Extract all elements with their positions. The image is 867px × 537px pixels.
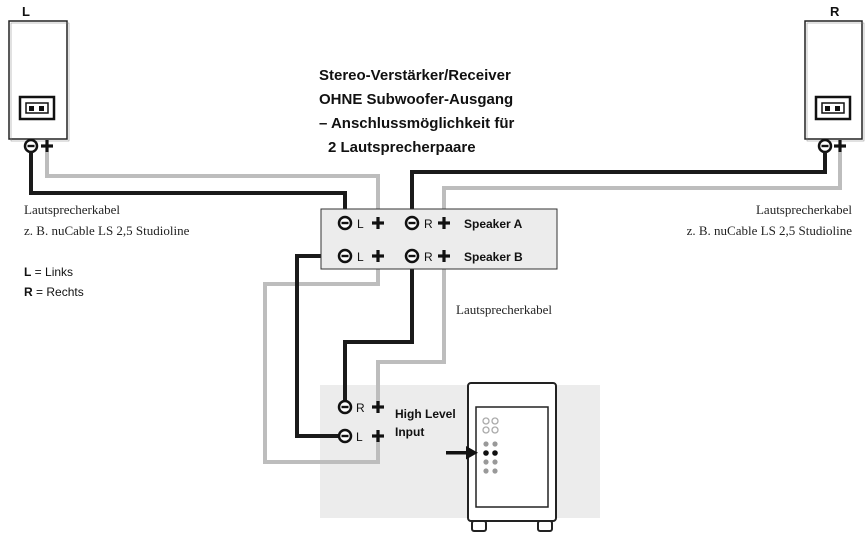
cable-sub-r-plus xyxy=(376,262,446,408)
left-speaker-cabinet xyxy=(8,20,68,140)
amp-a-r-label: R xyxy=(424,217,433,231)
right-speaker: R xyxy=(804,4,865,154)
right-speaker-plus-icon xyxy=(834,140,846,152)
cable-caption-middle: Lautsprecherkabel xyxy=(456,302,552,317)
gray-cables xyxy=(45,152,842,464)
sub-r-label: R xyxy=(356,401,365,415)
legend-r-text: = Rechts xyxy=(33,285,84,299)
speaker-a-label: Speaker A xyxy=(464,217,523,231)
diagram-title: Stereo-Verstärker/Receiver OHNE Subwoofe… xyxy=(319,67,514,156)
black-cables xyxy=(29,152,827,438)
title-line-1: Stereo-Verstärker/Receiver xyxy=(319,67,511,84)
subwoofer-foot-right xyxy=(537,520,553,532)
legend: L = Links R = Rechts xyxy=(24,265,84,299)
sub-l-label: L xyxy=(356,430,363,444)
amplifier-box xyxy=(320,208,558,270)
right-speaker-minus-icon xyxy=(817,138,833,154)
right-speaker-cabinet xyxy=(804,20,863,140)
cable-caption-left: Lautsprecherkabel z. B. nuCable LS 2,5 S… xyxy=(24,202,190,238)
left-speaker-plus-icon xyxy=(41,140,53,152)
cable-right-line-1: Lautsprecherkabel xyxy=(756,202,852,217)
amp-b-r-minus-icon xyxy=(404,248,420,264)
cable-sub-r-minus xyxy=(343,262,414,400)
title-line-2: OHNE Subwoofer-Ausgang xyxy=(319,91,513,108)
speaker-b-label: Speaker B xyxy=(464,250,523,264)
subwoofer-terminal-dots xyxy=(482,417,499,474)
subwoofer-terminals: R L High Level Input xyxy=(337,399,456,444)
legend-r: R = Rechts xyxy=(24,285,84,299)
left-speaker: L xyxy=(8,4,70,154)
input-label: Input xyxy=(395,425,424,439)
right-speaker-label: R xyxy=(830,4,840,19)
sub-l-minus-icon xyxy=(337,428,353,444)
amp-b-r-label: R xyxy=(424,250,433,264)
arrow-right-icon xyxy=(446,446,478,460)
subwoofer-foot-left xyxy=(471,520,487,532)
legend-l-text: = Links xyxy=(31,265,73,279)
cable-right-minus xyxy=(410,152,827,217)
left-speaker-label: L xyxy=(22,4,30,19)
amp-b-l-minus-icon xyxy=(337,248,353,264)
title-line-4: 2 Lautsprecherpaare xyxy=(328,139,476,156)
cable-left-line-2: z. B. nuCable LS 2,5 Studioline xyxy=(24,223,190,238)
cable-left-minus xyxy=(29,152,347,217)
legend-l: L = Links xyxy=(24,265,73,279)
subwoofer xyxy=(446,382,557,532)
cable-right-line-2: z. B. nuCable LS 2,5 Studioline xyxy=(687,223,853,238)
cable-sub-l-plus xyxy=(263,262,380,464)
left-speaker-minus-icon xyxy=(23,138,39,154)
cable-right-plus xyxy=(442,152,842,217)
cable-caption-right: Lautsprecherkabel z. B. nuCable LS 2,5 S… xyxy=(687,202,853,238)
amplifier: L R Speaker A L R Speaker B xyxy=(320,208,558,270)
cable-left-line-1: Lautsprecherkabel xyxy=(24,202,120,217)
sub-r-minus-icon xyxy=(337,399,353,415)
left-speaker-terminal-plate xyxy=(18,95,56,121)
legend-l-key: L xyxy=(24,265,31,279)
high-level-label: High Level xyxy=(395,407,456,421)
cable-left-plus xyxy=(45,152,380,217)
amp-b-l-label: L xyxy=(357,250,364,264)
subwoofer-panel-inner xyxy=(475,406,549,508)
amp-a-r-minus-icon xyxy=(404,215,420,231)
amp-a-l-minus-icon xyxy=(337,215,353,231)
right-speaker-terminal-plate xyxy=(814,95,852,121)
amp-a-l-label: L xyxy=(357,217,364,231)
title-line-3: – Anschlussmöglichkeit für xyxy=(319,115,514,132)
legend-r-key: R xyxy=(24,285,33,299)
